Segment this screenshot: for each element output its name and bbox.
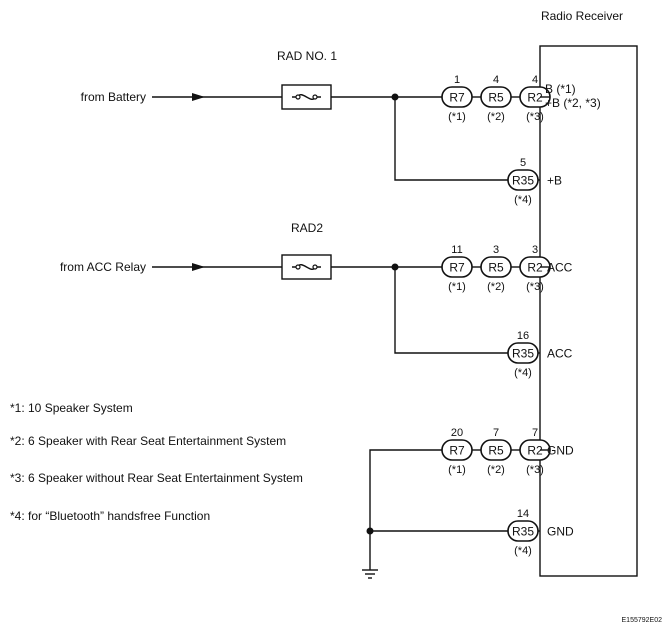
connector-note: (*2) xyxy=(487,281,505,293)
connector-groups: R7 1 (*1) R5 4 (*2) R2 4 (*3) B (*1)+B (*2, *3) R3… xyxy=(441,74,601,557)
connector-name: R2 xyxy=(527,91,543,105)
connector-pin-number: 7 xyxy=(532,427,538,439)
terminal-label: B (*1) xyxy=(545,82,576,96)
terminal-label: +B (*2, *3) xyxy=(545,96,601,110)
connector-pin-number: 5 xyxy=(520,157,526,169)
source-battery-label: from Battery xyxy=(81,90,146,104)
battery-arrow-icon xyxy=(192,93,205,101)
connector-pin-number: 14 xyxy=(517,508,529,520)
connector-name: R35 xyxy=(512,347,534,361)
fuse-rad1-label: RAD NO. 1 xyxy=(277,49,337,63)
terminal-label: ACC xyxy=(547,347,573,361)
figure-code: E155792E02 xyxy=(622,617,663,624)
connector-note: (*1) xyxy=(448,281,466,293)
connector-name: R35 xyxy=(512,174,534,188)
connector-name: R5 xyxy=(488,91,504,105)
connector-note: (*4) xyxy=(514,545,532,557)
acc-arrow-icon xyxy=(192,263,205,271)
connector-pin-number: 16 xyxy=(517,330,529,342)
connector-name: R35 xyxy=(512,525,534,539)
connector-note: (*1) xyxy=(448,464,466,476)
rad2-branch-wire xyxy=(394,267,508,354)
connector-pin-number: 3 xyxy=(493,244,499,256)
connector-name: R2 xyxy=(527,261,543,275)
connector-note: (*4) xyxy=(514,367,532,379)
connector-pin-number: 4 xyxy=(532,74,538,86)
connector-note: (*2) xyxy=(487,464,505,476)
connector-name: R7 xyxy=(449,91,465,105)
connector-note: (*4) xyxy=(514,194,532,206)
connector-note: (*3) xyxy=(526,464,544,476)
legend-note-2: *2: 6 Speaker with Rear Seat Entertainme… xyxy=(10,434,286,448)
connector-pin-number: 1 xyxy=(454,74,460,86)
legend-note-3: *3: 6 Speaker without Rear Seat Entertai… xyxy=(10,471,303,485)
rad1-branch-wire xyxy=(394,97,508,181)
gnd-junction xyxy=(366,527,374,535)
connector-name: R2 xyxy=(527,444,543,458)
terminal-label: +B xyxy=(547,174,562,188)
connector-pin-number: 20 xyxy=(451,427,463,439)
source-acc-label: from ACC Relay xyxy=(60,260,146,274)
connector-note: (*3) xyxy=(526,281,544,293)
connector-name: R5 xyxy=(488,444,504,458)
connector-name: R7 xyxy=(449,444,465,458)
connector-name: R5 xyxy=(488,261,504,275)
ground-icon xyxy=(362,569,378,579)
gnd-wire xyxy=(369,449,442,570)
radio-receiver-title: Radio Receiver xyxy=(541,9,623,23)
legend-note-1: *1: 10 Speaker System xyxy=(10,401,133,415)
fuse-rad2-icon xyxy=(281,254,332,280)
fuse-rad2-label: RAD2 xyxy=(291,221,323,235)
fuse-rad1-icon xyxy=(281,84,332,110)
connector-note: (*1) xyxy=(448,111,466,123)
terminal-label: ACC xyxy=(547,261,573,275)
connector-name: R7 xyxy=(449,261,465,275)
connector-pin-number: 7 xyxy=(493,427,499,439)
terminal-label: GND xyxy=(547,444,574,458)
radio-receiver-box xyxy=(539,45,638,577)
connector-pin-number: 3 xyxy=(532,244,538,256)
connector-note: (*2) xyxy=(487,111,505,123)
connector-pin-number: 11 xyxy=(451,244,462,256)
connector-pin-number: 4 xyxy=(493,74,499,86)
terminal-label: GND xyxy=(547,525,574,539)
legend-note-4: *4: for “Bluetooth” handsfree Function xyxy=(10,509,210,523)
connector-note: (*3) xyxy=(526,111,544,123)
